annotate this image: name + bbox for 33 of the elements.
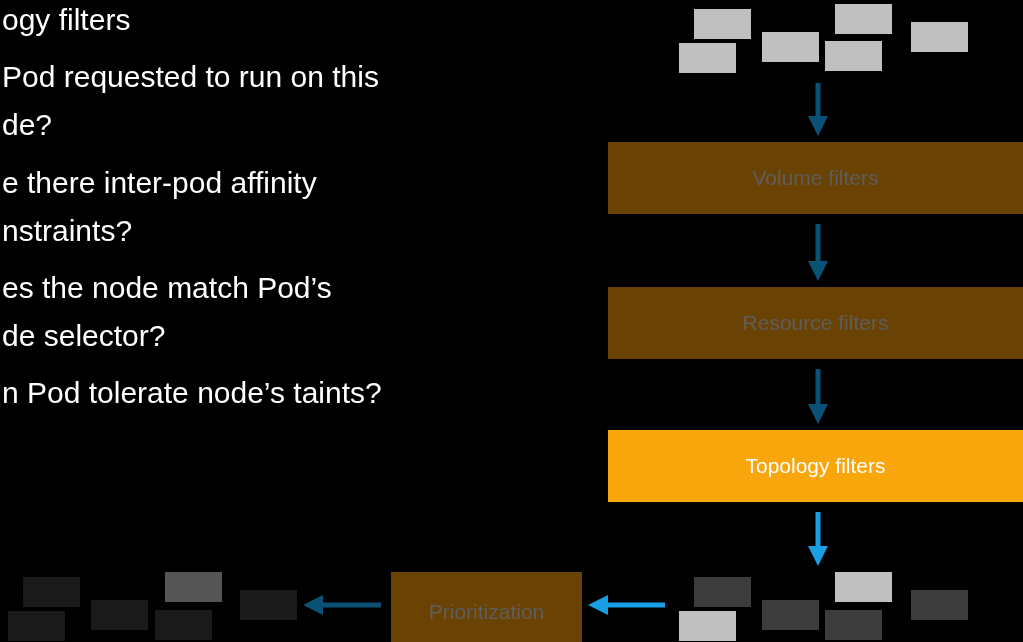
process-box: Prioritization bbox=[391, 572, 582, 642]
node-block bbox=[679, 611, 736, 641]
arrow bbox=[808, 83, 828, 136]
question-text: es the node match Pod’s de selector? bbox=[2, 270, 333, 354]
node-block bbox=[8, 611, 65, 641]
question-text: e there inter-pod affinity nstraints? bbox=[2, 165, 318, 249]
node-block bbox=[825, 610, 882, 640]
node-block bbox=[825, 41, 882, 71]
question-text: Pod requested to run on this de? bbox=[2, 59, 380, 143]
node-block bbox=[694, 9, 751, 39]
question-text: n Pod tolerate node’s taints? bbox=[2, 375, 383, 411]
node-block bbox=[23, 577, 80, 607]
question-text: ogy filters bbox=[2, 2, 132, 38]
node-block bbox=[155, 610, 212, 640]
node-block bbox=[835, 4, 892, 34]
node-block bbox=[240, 590, 297, 620]
arrow bbox=[303, 595, 381, 615]
node-block bbox=[679, 43, 736, 73]
arrow bbox=[808, 369, 828, 424]
arrow bbox=[808, 512, 828, 566]
node-block bbox=[911, 22, 968, 52]
arrow bbox=[808, 224, 828, 281]
node-block bbox=[91, 600, 148, 630]
node-block bbox=[694, 577, 751, 607]
node-block bbox=[835, 572, 892, 602]
process-box: Volume filters bbox=[608, 142, 1023, 214]
arrow bbox=[588, 595, 665, 615]
node-block bbox=[165, 572, 222, 602]
node-block bbox=[762, 32, 819, 62]
node-block bbox=[762, 600, 819, 630]
process-box: Resource filters bbox=[608, 287, 1023, 359]
node-block bbox=[911, 590, 968, 620]
process-box: Topology filters bbox=[608, 430, 1023, 502]
